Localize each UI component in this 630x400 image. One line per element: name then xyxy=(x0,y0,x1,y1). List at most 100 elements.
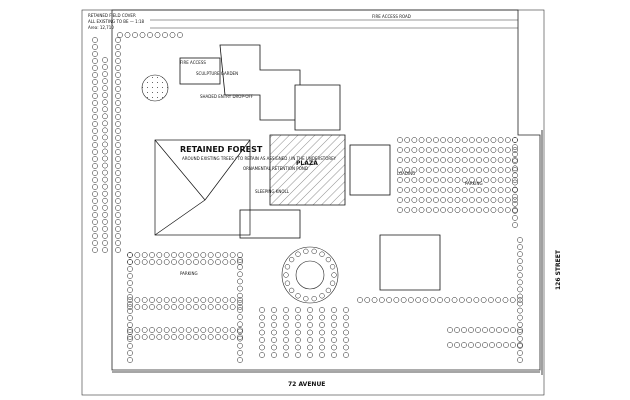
tree xyxy=(141,297,148,303)
tree xyxy=(141,334,148,340)
tree xyxy=(490,167,497,173)
tree xyxy=(92,114,98,120)
tree xyxy=(418,207,425,213)
tree xyxy=(303,295,309,302)
tree xyxy=(295,293,301,299)
tree xyxy=(237,271,243,278)
tree xyxy=(331,307,337,313)
tree xyxy=(92,51,98,57)
tree xyxy=(393,297,400,303)
tree xyxy=(134,304,141,310)
tree xyxy=(331,322,337,328)
tree xyxy=(504,157,511,163)
tree xyxy=(411,137,418,143)
tree xyxy=(284,280,291,286)
tree xyxy=(404,177,411,183)
tree xyxy=(429,297,436,303)
tree xyxy=(102,92,108,99)
tree xyxy=(483,187,490,193)
tree xyxy=(237,278,243,285)
tree xyxy=(92,65,98,71)
tree xyxy=(415,297,422,303)
tree xyxy=(404,147,411,153)
tree xyxy=(156,334,163,340)
tree xyxy=(512,158,518,165)
tree xyxy=(115,65,121,71)
tree xyxy=(102,148,108,155)
tree xyxy=(295,344,301,351)
tree xyxy=(343,314,349,321)
tree xyxy=(512,186,518,193)
tree xyxy=(502,297,509,303)
tree xyxy=(115,233,121,239)
tree xyxy=(115,170,121,176)
tree xyxy=(115,114,121,120)
tree xyxy=(447,327,453,333)
tree xyxy=(115,163,121,169)
tree xyxy=(115,79,121,85)
tree xyxy=(357,297,363,303)
tree xyxy=(411,187,418,193)
tree xyxy=(490,137,497,143)
tree xyxy=(92,44,98,50)
tree xyxy=(483,177,490,183)
tree xyxy=(425,137,432,143)
tree xyxy=(215,327,221,333)
tree xyxy=(92,142,98,148)
tree xyxy=(418,147,425,153)
tree xyxy=(237,334,243,340)
tree xyxy=(259,344,265,351)
tree xyxy=(127,287,133,293)
tree xyxy=(461,207,468,213)
tree xyxy=(295,307,301,313)
tree xyxy=(237,304,243,310)
tree xyxy=(418,187,425,193)
tree xyxy=(139,32,146,38)
tree xyxy=(237,328,243,335)
tree xyxy=(496,342,502,348)
tree xyxy=(237,350,243,356)
tree xyxy=(127,315,133,321)
tree xyxy=(454,207,461,213)
tree xyxy=(102,233,108,239)
tree xyxy=(512,207,518,214)
tree xyxy=(163,252,170,258)
tree xyxy=(141,327,148,333)
tree xyxy=(425,157,432,163)
tree xyxy=(215,304,221,310)
tree xyxy=(127,336,133,342)
tree xyxy=(115,51,121,57)
tree xyxy=(454,342,460,348)
tree xyxy=(193,259,199,265)
tree xyxy=(222,327,229,333)
tree xyxy=(512,222,518,228)
tree xyxy=(425,177,432,183)
tree xyxy=(319,344,325,351)
tree xyxy=(134,259,141,265)
tree xyxy=(92,72,98,78)
tree xyxy=(115,44,121,50)
tree xyxy=(425,197,432,203)
tree xyxy=(319,251,325,257)
tree xyxy=(517,272,523,279)
tree xyxy=(127,343,133,349)
tree xyxy=(307,337,313,343)
tree xyxy=(156,297,163,303)
tree xyxy=(447,157,454,163)
tree xyxy=(517,258,523,265)
tree xyxy=(454,187,461,193)
tree xyxy=(400,297,407,303)
tree xyxy=(92,149,98,155)
tree xyxy=(461,137,468,143)
tree xyxy=(185,259,192,265)
tree xyxy=(259,307,265,313)
tree xyxy=(156,304,163,310)
tree xyxy=(178,327,185,333)
tree xyxy=(476,157,482,163)
tree xyxy=(483,167,490,173)
title-line-3: Area: 12,710 xyxy=(88,25,114,30)
retained-forest xyxy=(154,139,251,236)
tree xyxy=(283,322,289,328)
tree xyxy=(319,314,325,321)
tree xyxy=(319,307,325,313)
